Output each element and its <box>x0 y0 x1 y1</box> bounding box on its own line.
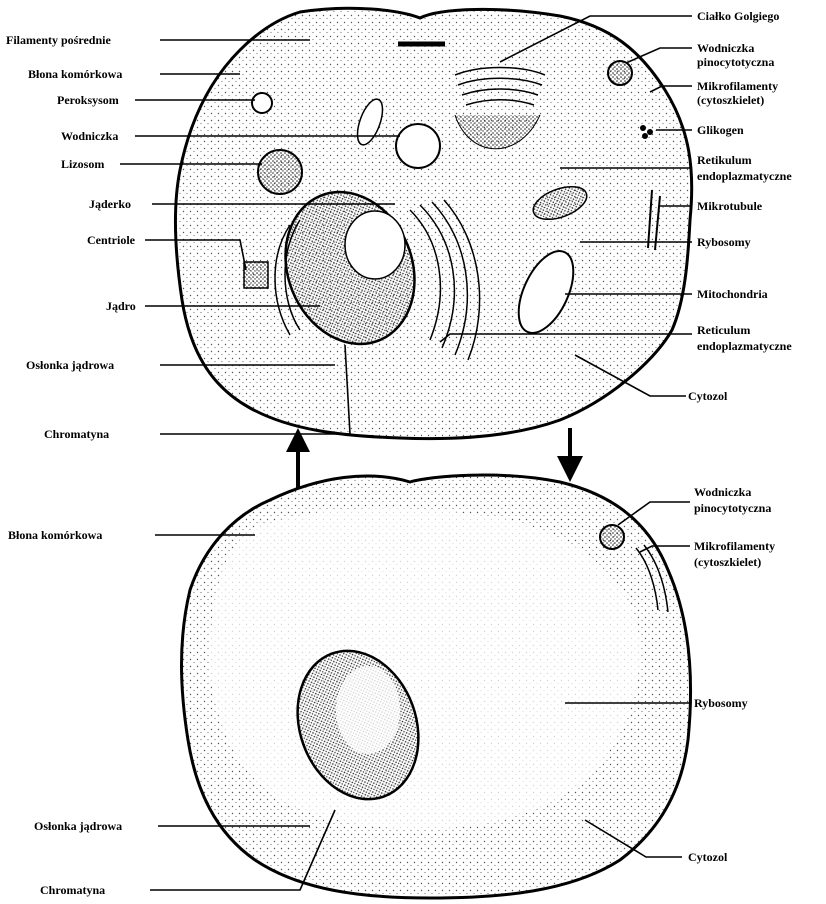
label-blona-komorkowa-bottom: Błona komórkowa <box>8 528 102 542</box>
label-rybosomy-bottom: Rybosomy <box>694 696 748 710</box>
label-mikrofilamenty-2-top: (cytoszkielet) <box>697 93 764 107</box>
label-reticulum-1: Reticulum <box>697 323 750 337</box>
label-wodniczka-pino-2-bottom: pinocytotyczna <box>694 501 771 515</box>
label-centriole: Centriole <box>87 233 136 247</box>
label-wodniczka-pino-2-top: pinocytotyczna <box>697 55 774 69</box>
arrow-down-head <box>557 456 583 482</box>
top-vacuole <box>396 124 440 168</box>
top-peroxisome <box>252 93 272 113</box>
label-retikulum-2: endoplazmatyczne <box>697 169 792 183</box>
bottom-cell <box>182 475 691 898</box>
label-mikrofilamenty-2-bottom: (cytoszkielet) <box>694 555 761 569</box>
bottom-cytoplasm-clear <box>209 508 640 829</box>
label-wodniczka: Wodniczka <box>61 129 118 143</box>
label-reticulum-2: endoplazmatyczne <box>697 339 792 353</box>
label-oslonka-jadrowa-top: Osłonka jądrowa <box>26 358 114 372</box>
label-oslonka-jadrowa-bottom: Osłonka jądrowa <box>34 819 122 833</box>
label-blona-komorkowa-top: Błona komórkowa <box>28 67 122 81</box>
label-lizosom: Lizosom <box>61 157 104 171</box>
label-glikogen: Glikogen <box>697 123 744 137</box>
arrow-up-head <box>286 428 310 452</box>
top-lysosome <box>258 150 302 194</box>
top-pinocytotic-vacuole <box>608 61 632 85</box>
label-chromatyna-bottom: Chromatyna <box>40 883 105 897</box>
top-nucleolus <box>345 211 405 279</box>
label-mikrofilamenty-1-top: Mikrofilamenty <box>697 79 778 93</box>
label-retikulum-1: Retikulum <box>697 153 752 167</box>
label-mikrotubule: Mikrotubule <box>697 199 763 213</box>
label-peroksysom: Peroksysom <box>57 93 119 107</box>
top-cell <box>176 8 692 438</box>
label-mikrofilamenty-1-bottom: Mikrofilamenty <box>694 539 775 553</box>
label-cytozol-top: Cytozol <box>688 389 728 403</box>
bottom-nucleus-clear <box>336 666 400 754</box>
label-cytozol-bottom: Cytozol <box>688 850 728 864</box>
label-wodniczka-pino-1-top: Wodniczka <box>697 41 754 55</box>
label-cialko-golgiego: Ciałko Golgiego <box>697 9 779 23</box>
label-mitochondria: Mitochondria <box>697 287 768 301</box>
label-jadro: Jądro <box>106 299 136 313</box>
label-chromatyna-top: Chromatyna <box>44 427 109 441</box>
label-wodniczka-pino-1-bottom: Wodniczka <box>694 485 751 499</box>
top-centriole <box>244 262 268 288</box>
label-jaderko: Jąderko <box>89 197 131 211</box>
label-rybosomy-top: Rybosomy <box>697 235 751 249</box>
bottom-pinocytotic-vacuole <box>600 525 624 549</box>
label-filamenty-posrednie: Filamenty pośrednie <box>6 33 111 47</box>
